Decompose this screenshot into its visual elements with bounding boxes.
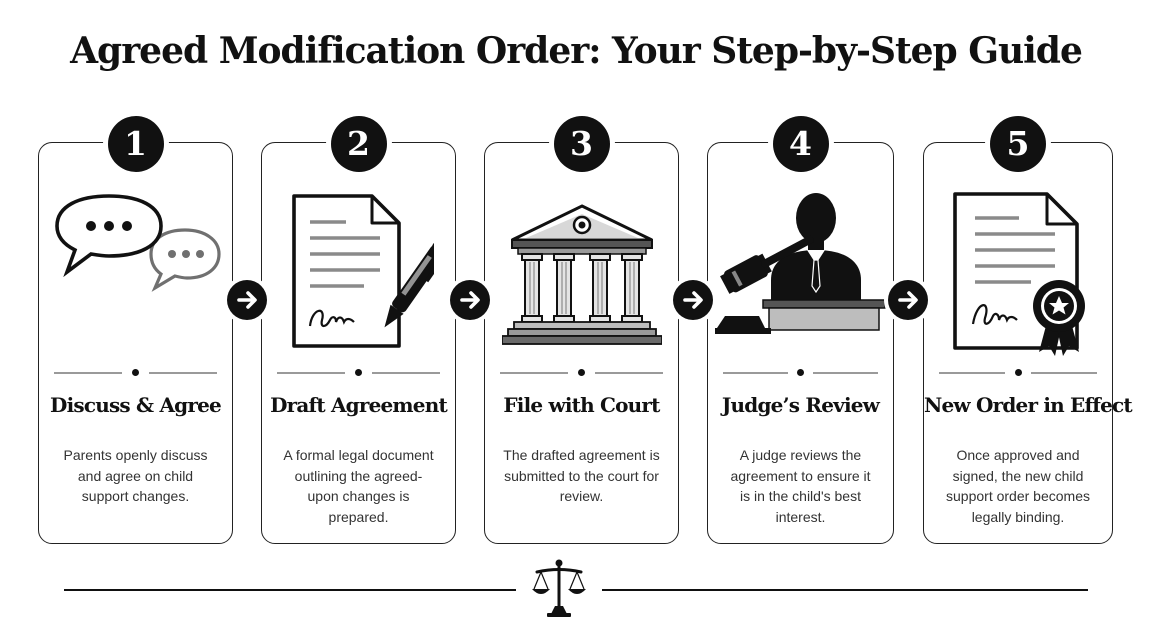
step-title: Judge’s Review <box>721 393 880 417</box>
step-description: Once approved and signed, the new child … <box>946 447 1090 525</box>
step-card-3: 3 File with Cour <box>484 116 679 544</box>
page-title: Agreed Modification Order: Your Step-by-… <box>70 30 1083 72</box>
divider <box>500 369 663 376</box>
arrow-right-icon <box>227 280 267 320</box>
step-card-4: 4 Judge’s Review A judge reviews the agr… <box>707 116 894 544</box>
step-title: New Order in Effect <box>924 393 1133 417</box>
step-card-1: 1 Discuss & Agree Parents openly discuss… <box>38 116 233 544</box>
footer-line-left <box>64 589 516 591</box>
divider <box>277 369 440 376</box>
step-description: A formal legal document outlining the ag… <box>283 447 434 525</box>
arrow-right-icon <box>450 280 490 320</box>
step-number-badge: 5 <box>990 116 1046 172</box>
divider <box>723 369 878 376</box>
step-card-2: 2 Draft Agreement A formal legal documen… <box>261 116 456 544</box>
step-number-badge: 1 <box>107 116 164 172</box>
judge-gavel-icon <box>715 193 886 334</box>
arrow-right-icon <box>673 280 713 320</box>
step-title: Draft Agreement <box>270 393 448 417</box>
step-number-badge: 4 <box>772 116 829 172</box>
step-title: File with Court <box>503 393 660 417</box>
footer-line-right <box>602 589 1088 591</box>
speech-bubbles-icon <box>54 194 221 292</box>
courthouse-icon <box>501 204 662 345</box>
divider <box>939 369 1097 376</box>
document-pen-icon <box>291 194 434 348</box>
arrow-right-icon <box>888 280 928 320</box>
step-description: Parents openly discuss and agree on chil… <box>63 447 208 504</box>
step-card-5: 5 New Order in Effect Once approved and … <box>923 116 1133 544</box>
step-number-badge: 3 <box>553 116 610 172</box>
scales-of-justice-icon <box>531 558 587 618</box>
step-description: A judge reviews the agreement to ensure … <box>730 447 871 525</box>
step-number-badge: 2 <box>330 116 387 172</box>
step-title: Discuss & Agree <box>50 393 222 417</box>
divider <box>54 369 217 376</box>
step-description: The drafted agreement is submitted to th… <box>503 447 660 504</box>
certified-document-icon <box>953 192 1085 356</box>
